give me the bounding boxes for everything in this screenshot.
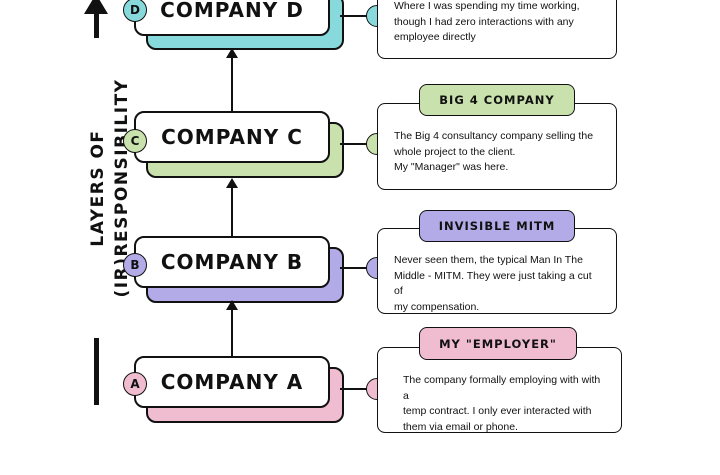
axis-label: LAYERS OF (IR)RESPONSIBILITY [86, 38, 132, 338]
company-c-card: COMPANY C [134, 111, 330, 163]
description-a-line-1: The company formally employing with with… [403, 374, 601, 402]
badge-b: B [123, 253, 147, 277]
arrow-up-icon [226, 48, 238, 58]
connector-b-c [231, 186, 233, 236]
connector-c-d [231, 56, 233, 111]
description-c-line-2: whole project to the client. [394, 145, 516, 158]
axis-line-bottom [94, 330, 99, 405]
description-d-line-1: Where I was spending my time working, [394, 0, 580, 12]
description-d: Where I was spending my time working, th… [377, 0, 617, 59]
description-a-line-3: them via email or phone. [403, 420, 518, 433]
description-d-line-3: employee directly [394, 31, 476, 43]
link-line-b [340, 267, 370, 269]
arrow-up-icon [226, 300, 238, 310]
company-d-card: COMPANY D [134, 0, 330, 36]
tag-b: INVISIBLE MITM [419, 210, 575, 242]
axis-arrow-icon [84, 0, 108, 14]
company-a-card: COMPANY A [134, 356, 330, 408]
badge-a: A [123, 372, 147, 396]
description-b-line-2: Middle - MITM. They were just taking a c… [394, 269, 592, 298]
description-a-line-2: temp contract. I only ever interacted wi… [403, 405, 592, 417]
badge-d: D [123, 0, 147, 22]
connector-a-b [231, 308, 233, 356]
tag-a: MY "EMPLOYER" [419, 327, 577, 360]
description-b: Never seen them, the typical Man In The … [377, 228, 617, 314]
tag-c: BIG 4 COMPANY [419, 84, 575, 116]
description-c-line-1: The Big 4 consultancy company selling th… [394, 130, 594, 142]
description-d-line-2: though I had zero interactions with any [394, 15, 574, 28]
badge-c: C [123, 129, 147, 153]
description-a: The company formally employing with with… [377, 347, 622, 433]
link-line-d [340, 15, 370, 17]
description-b-line-3: my compensation. [394, 300, 480, 313]
link-line-a [340, 388, 370, 390]
description-c: The Big 4 consultancy company selling th… [377, 103, 617, 190]
arrow-up-icon [226, 178, 238, 188]
description-c-line-3: My "Manager" was here. [394, 161, 509, 173]
link-line-c [340, 143, 370, 145]
description-b-line-1: Never seen them, the typical Man In The [394, 254, 583, 266]
company-b-card: COMPANY B [134, 236, 330, 288]
